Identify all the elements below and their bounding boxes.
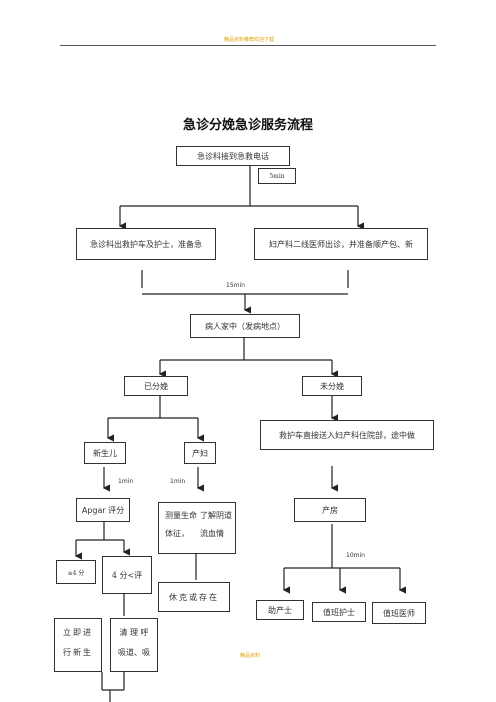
not-delivered-box: 未分娩	[302, 376, 362, 396]
ob-doctor-box: 妇产科二线医师出诊，并准备顺产包、新	[254, 228, 428, 260]
apgar-score-box: Apgar 评分	[76, 498, 130, 522]
header-rule	[60, 45, 436, 46]
airway-line-1: 清 理 呼	[119, 628, 149, 637]
midwife-box: 助产士	[256, 600, 304, 620]
score-high-box: 4 分<评	[102, 556, 152, 594]
transfer-box: 救护车直接送入妇产科住院部，途中做	[260, 420, 434, 450]
call-received-box: 急诊科接到急救电话	[176, 146, 290, 166]
header-watermark: 精品资料推荐欢迎下载	[224, 37, 275, 43]
resuscitation-line-2: 行新生	[63, 648, 93, 657]
delivered-box: 已分娩	[124, 376, 188, 396]
resuscitation-box: 立即进 行新生	[54, 618, 102, 672]
newborn-box: 新生儿	[84, 442, 126, 464]
ambulance-box: 急诊科出救护车及护士，准备急	[76, 228, 216, 260]
mother-box: 产妇	[184, 442, 216, 464]
vitals-line-1: 测量生命体征，	[165, 511, 197, 538]
time-5min-box: 5min	[258, 168, 296, 184]
page-title: 急诊分娩急诊服务流程	[182, 118, 313, 133]
time-15min-label: 15min	[226, 282, 245, 289]
resuscitation-line-1: 立即进	[63, 628, 93, 637]
time-10min-label: 10min	[346, 552, 365, 559]
vitals-line-2: 了解阴道流血情	[200, 511, 232, 538]
airway-box: 清 理 呼 吸道、吸	[110, 618, 158, 672]
footer-watermark: 精品资料	[240, 653, 261, 659]
shock-box: 休克或存在	[158, 582, 230, 612]
delivery-room-box: 产房	[294, 498, 366, 522]
doctor-on-duty-box: 值班医师	[372, 602, 426, 624]
patient-home-box: 病人家中（发病地点）	[190, 314, 300, 338]
nurse-on-duty-box: 值班护士	[312, 602, 366, 622]
time-1min-newborn-label: 1min	[118, 478, 134, 485]
time-1min-mother-label: 1min	[170, 478, 186, 485]
airway-line-2: 吸道、吸	[118, 648, 150, 657]
score-low-box: ≥4 分	[56, 560, 96, 584]
vitals-box: 测量生命体征， 了解阴道流血情	[158, 502, 236, 554]
